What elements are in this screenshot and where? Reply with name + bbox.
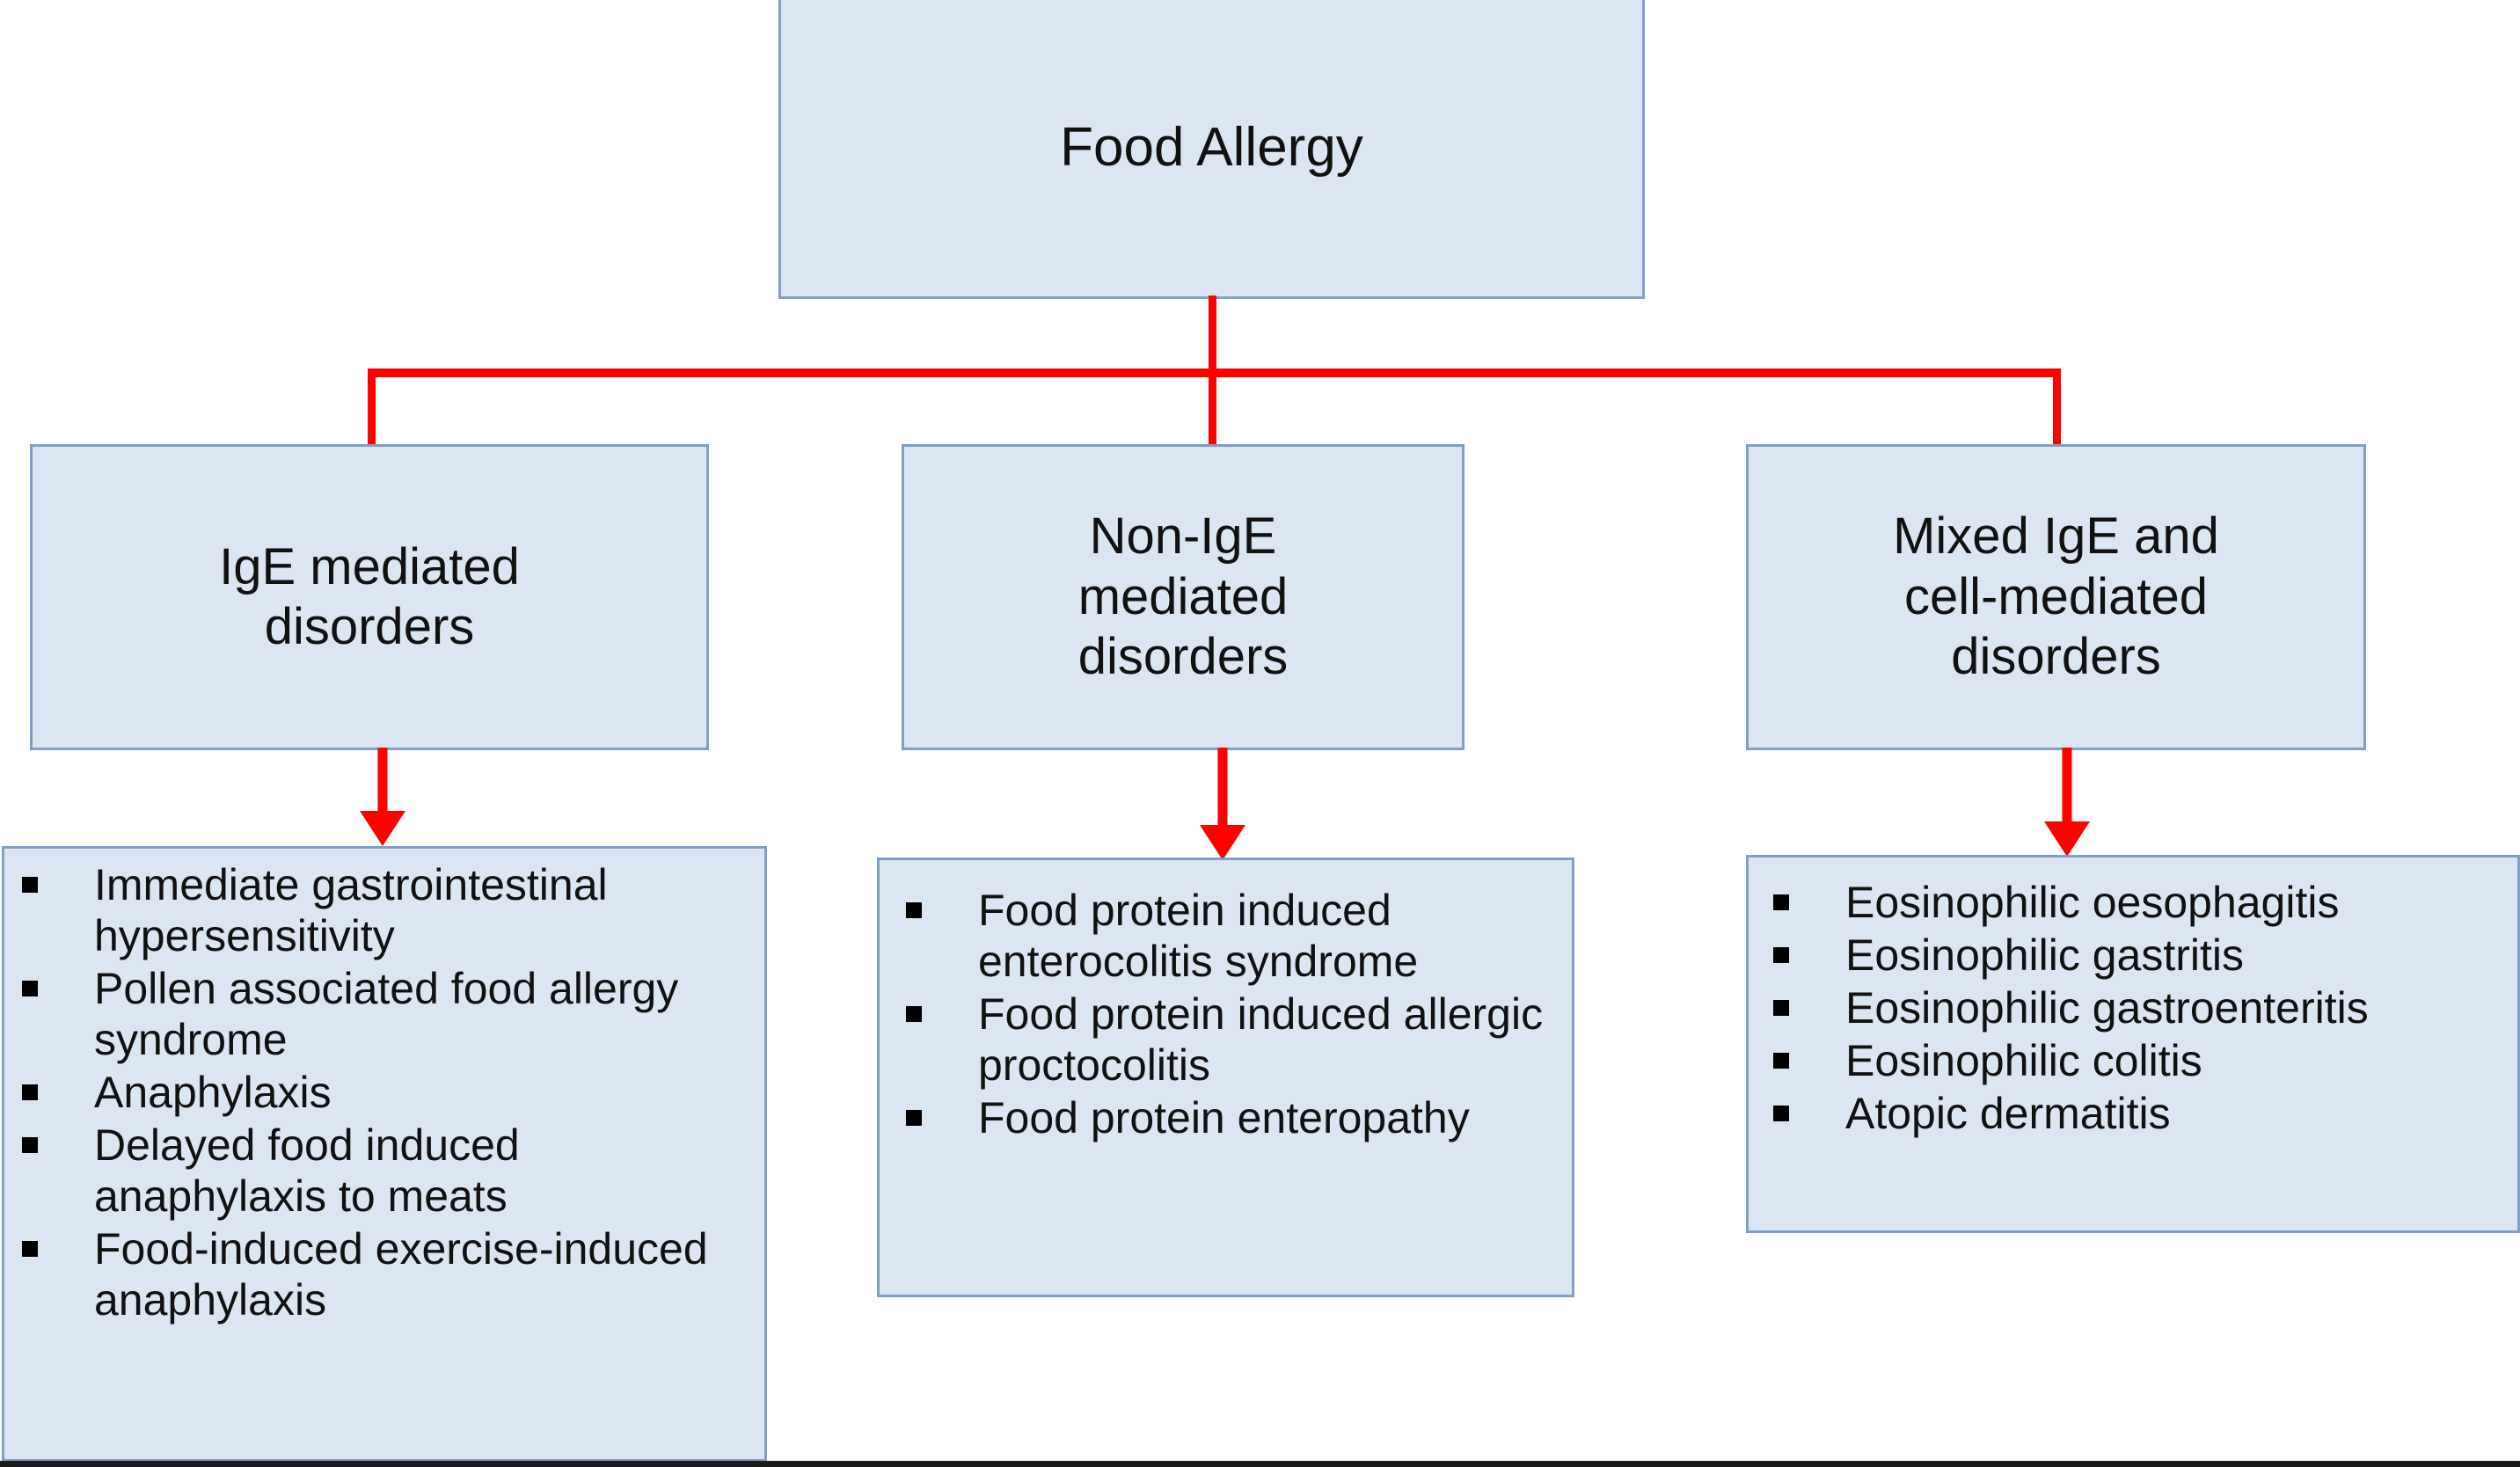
- square-bullet-icon: [1773, 1053, 1789, 1069]
- list-item-label: Eosinophilic oesophagitis: [1845, 878, 2340, 927]
- list-item: Food-induced exercise-induced anaphylaxi…: [22, 1223, 756, 1325]
- square-bullet-icon: [906, 902, 922, 918]
- arrow-shaft: [1217, 748, 1228, 828]
- square-bullet-icon: [1773, 1000, 1789, 1016]
- square-bullet-icon: [22, 1241, 38, 1257]
- list-item: Food protein enteropathy: [906, 1092, 1563, 1143]
- connector-drop-mixed: [2053, 369, 2061, 448]
- arrow-down-icon-ige: [356, 748, 409, 846]
- list-item-label: Eosinophilic gastroenteritis: [1845, 983, 2369, 1033]
- node-ige-mediated-disorders: IgE mediated disorders: [30, 444, 709, 750]
- list-non-ige-mediated: Food protein induced enterocolitis syndr…: [906, 885, 1563, 1143]
- list-item: Food protein induced enterocolitis syndr…: [906, 885, 1563, 987]
- list-item: Food protein induced allergic proctocoli…: [906, 989, 1563, 1091]
- list-box-non-ige-mediated: Food protein induced enterocolitis syndr…: [877, 858, 1574, 1297]
- list-item: Anaphylaxis: [22, 1067, 756, 1118]
- connector-root-stem: [1209, 296, 1216, 376]
- list-mixed-ige-cell-mediated: Eosinophilic oesophagitis Eosinophilic g…: [1773, 877, 2512, 1139]
- square-bullet-icon: [1773, 1106, 1789, 1121]
- arrow-down-icon-non-ige: [1196, 748, 1249, 860]
- list-item-label: Food protein enteropathy: [978, 1093, 1470, 1142]
- list-item-label: Pollen associated food allergy syndrome: [94, 964, 679, 1064]
- arrow-head: [1200, 825, 1245, 860]
- list-item: Eosinophilic gastritis: [1773, 930, 2512, 981]
- bottom-rule: [0, 1461, 2520, 1467]
- arrow-shaft: [377, 748, 388, 814]
- square-bullet-icon: [22, 981, 38, 996]
- arrow-shaft: [2062, 748, 2072, 825]
- list-item-label: Food protein induced allergic proctocoli…: [978, 989, 1544, 1090]
- arrow-head: [2044, 821, 2090, 857]
- square-bullet-icon: [22, 1137, 38, 1153]
- list-item-label: Eosinophilic gastritis: [1845, 931, 2244, 980]
- square-bullet-icon: [1773, 894, 1789, 910]
- list-box-ige-mediated: Immediate gastrointestinal hypersensitiv…: [2, 846, 767, 1462]
- list-item: Pollen associated food allergy syndrome: [22, 963, 756, 1065]
- node-non-ige-mediated-disorders-label: Non-IgE mediated disorders: [1077, 507, 1289, 686]
- list-ige-mediated: Immediate gastrointestinal hypersensitiv…: [22, 859, 756, 1325]
- square-bullet-icon: [1773, 947, 1789, 963]
- list-item-label: Delayed food induced anaphylaxis to meat…: [94, 1120, 520, 1221]
- list-item: Eosinophilic colitis: [1773, 1035, 2512, 1086]
- list-item-label: Eosinophilic colitis: [1845, 1036, 2202, 1085]
- square-bullet-icon: [22, 877, 38, 893]
- arrow-down-icon-mixed: [2041, 748, 2093, 857]
- list-item-label: Food-induced exercise-induced anaphylaxi…: [94, 1224, 708, 1325]
- list-item-label: Anaphylaxis: [94, 1068, 332, 1117]
- node-ige-mediated-disorders-label: IgE mediated disorders: [219, 537, 520, 655]
- square-bullet-icon: [22, 1084, 38, 1100]
- node-food-allergy-label: Food Allergy: [1060, 117, 1363, 179]
- connector-drop-ige: [368, 369, 376, 448]
- list-item: Eosinophilic oesophagitis: [1773, 877, 2512, 928]
- node-mixed-ige-cell-mediated-disorders-label: Mixed IgE and cell-mediated disorders: [1893, 507, 2219, 686]
- connector-drop-non-ige: [1209, 369, 1216, 448]
- square-bullet-icon: [906, 1006, 922, 1022]
- list-item: Atopic dermatitis: [1773, 1088, 2512, 1139]
- list-box-mixed-ige-cell-mediated: Eosinophilic oesophagitis Eosinophilic g…: [1746, 855, 2520, 1233]
- node-non-ige-mediated-disorders: Non-IgE mediated disorders: [902, 444, 1465, 750]
- list-item: Immediate gastrointestinal hypersensitiv…: [22, 859, 756, 961]
- list-item-label: Atopic dermatitis: [1845, 1089, 2171, 1138]
- list-item-label: Food protein induced enterocolitis syndr…: [978, 886, 1419, 986]
- arrow-head: [360, 811, 405, 846]
- square-bullet-icon: [906, 1110, 922, 1126]
- list-item: Eosinophilic gastroenteritis: [1773, 982, 2512, 1033]
- list-item-label: Immediate gastrointestinal hypersensitiv…: [94, 860, 608, 960]
- node-mixed-ige-cell-mediated-disorders: Mixed IgE and cell-mediated disorders: [1746, 444, 2366, 750]
- node-food-allergy: Food Allergy: [778, 0, 1645, 299]
- list-item: Delayed food induced anaphylaxis to meat…: [22, 1120, 756, 1222]
